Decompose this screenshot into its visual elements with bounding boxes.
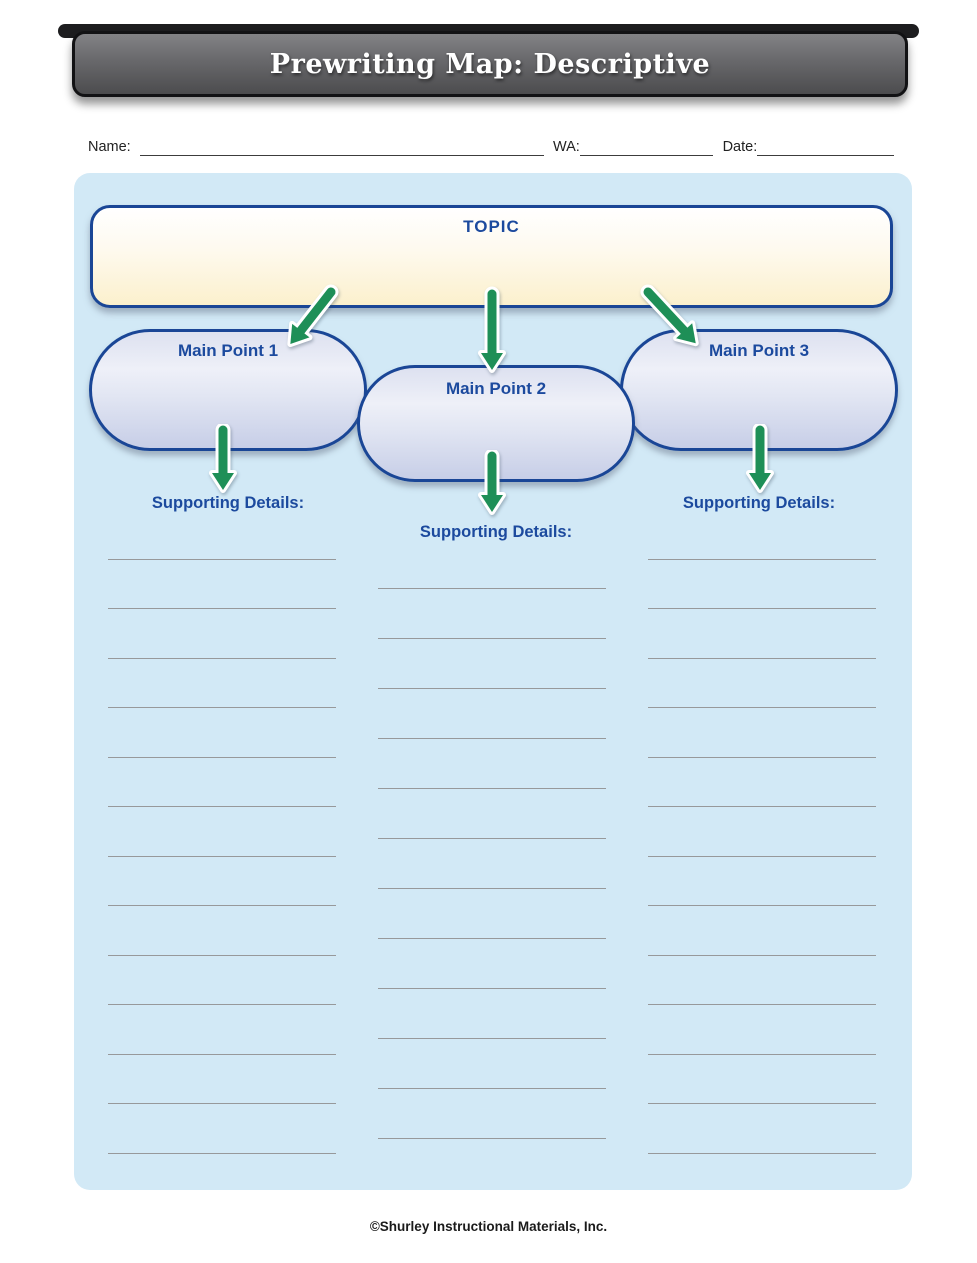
main-point-2-label: Main Point 2 bbox=[445, 379, 547, 398]
date-label: Date: bbox=[722, 139, 758, 155]
write-line[interactable] bbox=[378, 1089, 606, 1139]
write-line[interactable] bbox=[108, 708, 336, 758]
arrow-mp2-to-details-icon bbox=[478, 450, 506, 515]
write-line[interactable] bbox=[378, 939, 606, 989]
write-line[interactable] bbox=[378, 639, 606, 689]
write-line[interactable] bbox=[648, 758, 876, 807]
copyright-text: ©Shurley Instructional Materials, Inc. bbox=[369, 1219, 608, 1234]
write-line[interactable] bbox=[378, 689, 606, 739]
details-lines-column-3 bbox=[648, 510, 876, 1154]
write-line[interactable] bbox=[378, 1039, 606, 1089]
arrow-topic-to-mp1-icon bbox=[287, 284, 339, 348]
name-label: Name: bbox=[88, 139, 131, 155]
arrow-mp1-to-details-icon bbox=[209, 424, 237, 493]
supporting-details-label-3: Supporting Details: bbox=[682, 494, 836, 512]
main-point-3-label: Main Point 3 bbox=[708, 341, 810, 360]
main-point-1-oval[interactable]: Main Point 1 bbox=[89, 329, 367, 451]
write-line[interactable] bbox=[108, 807, 336, 857]
write-line[interactable] bbox=[648, 906, 876, 956]
write-line[interactable] bbox=[648, 659, 876, 708]
write-line[interactable] bbox=[108, 956, 336, 1005]
write-line[interactable] bbox=[108, 1005, 336, 1055]
write-line[interactable] bbox=[108, 758, 336, 807]
write-line[interactable] bbox=[648, 807, 876, 857]
arrow-topic-to-mp2-icon bbox=[478, 286, 506, 373]
topic-label: TOPIC bbox=[463, 217, 520, 236]
wa-label: WA: bbox=[552, 139, 580, 155]
arrow-topic-to-mp3-icon bbox=[640, 284, 699, 347]
page-title: Prewriting Map: Descriptive bbox=[269, 48, 711, 80]
write-line[interactable] bbox=[378, 739, 606, 789]
map-container: TOPIC Main Point 1 Main Point 3 Main Poi… bbox=[74, 173, 912, 1190]
write-line[interactable] bbox=[378, 989, 606, 1039]
write-line[interactable] bbox=[648, 510, 876, 560]
header-bar: Prewriting Map: Descriptive bbox=[72, 31, 908, 97]
write-line[interactable] bbox=[648, 956, 876, 1005]
write-line[interactable] bbox=[648, 1055, 876, 1104]
write-line[interactable] bbox=[648, 857, 876, 906]
date-field[interactable] bbox=[757, 141, 894, 156]
name-field[interactable] bbox=[139, 141, 544, 156]
main-point-1-label: Main Point 1 bbox=[177, 341, 279, 360]
write-line[interactable] bbox=[108, 510, 336, 560]
write-line[interactable] bbox=[108, 1104, 336, 1154]
write-line[interactable] bbox=[378, 839, 606, 889]
write-line[interactable] bbox=[378, 589, 606, 639]
write-line[interactable] bbox=[648, 1104, 876, 1154]
student-info-row: Name: WA: Date: bbox=[88, 138, 894, 156]
write-line[interactable] bbox=[648, 609, 876, 659]
write-line[interactable] bbox=[108, 906, 336, 956]
supporting-details-label-2: Supporting Details: bbox=[419, 523, 573, 541]
write-line[interactable] bbox=[108, 1055, 336, 1104]
write-line[interactable] bbox=[648, 708, 876, 758]
supporting-details-label-1: Supporting Details: bbox=[151, 494, 305, 512]
write-line[interactable] bbox=[378, 539, 606, 589]
write-line[interactable] bbox=[108, 609, 336, 659]
write-line[interactable] bbox=[648, 1005, 876, 1055]
wa-field[interactable] bbox=[579, 141, 713, 156]
write-line[interactable] bbox=[378, 889, 606, 939]
details-lines-column-1 bbox=[108, 510, 336, 1154]
write-line[interactable] bbox=[108, 560, 336, 609]
write-line[interactable] bbox=[108, 857, 336, 906]
write-line[interactable] bbox=[108, 659, 336, 708]
write-line[interactable] bbox=[648, 560, 876, 609]
arrow-mp3-to-details-icon bbox=[746, 424, 774, 493]
write-line[interactable] bbox=[378, 789, 606, 839]
details-lines-column-2 bbox=[378, 539, 606, 1139]
